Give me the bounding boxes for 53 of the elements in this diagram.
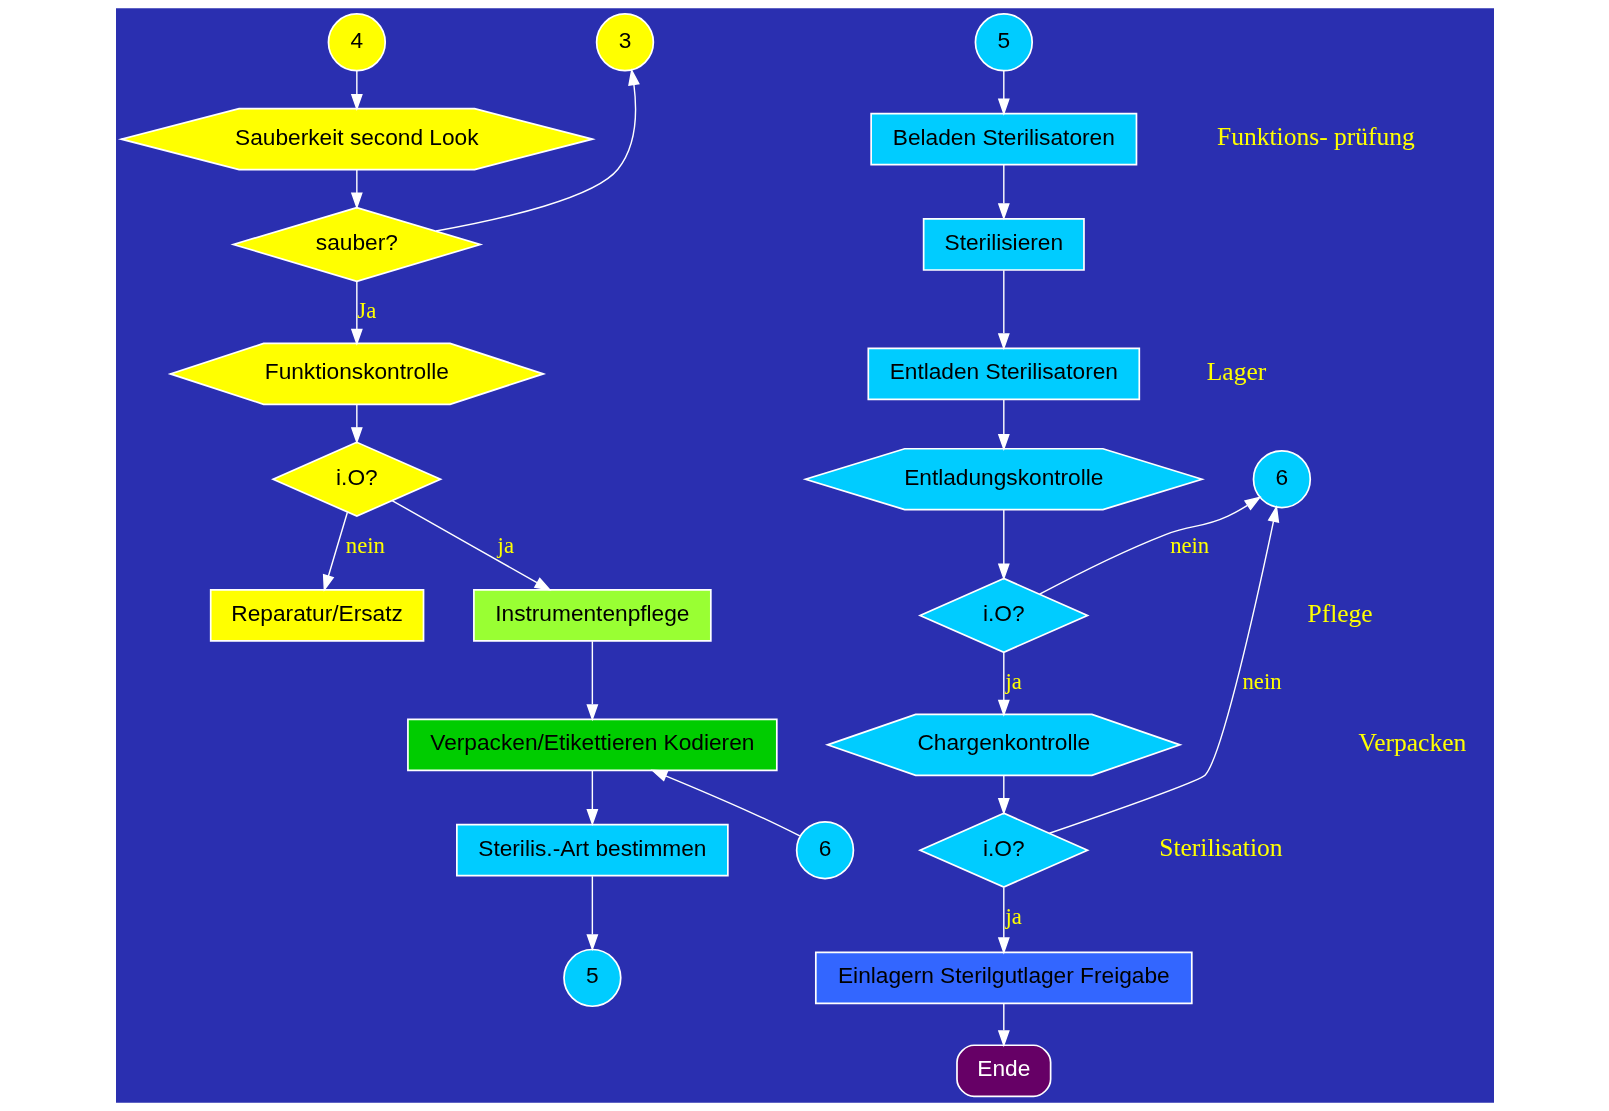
node-diamond: i.O? <box>917 812 1090 888</box>
arrow <box>997 652 1010 717</box>
node-box: Sterilis.-Art bestimmen <box>455 823 729 877</box>
edge-label: nein <box>1169 532 1209 558</box>
arrow <box>997 269 1010 351</box>
node-diamond: sauber? <box>229 206 483 283</box>
edge-label: nein <box>345 532 385 558</box>
label: Sterilisation <box>1158 833 1283 863</box>
node-circle: 3 <box>595 13 654 72</box>
arrow <box>350 168 363 210</box>
node-box: Reparatur/Ersatz <box>209 589 424 642</box>
arrow <box>434 68 640 232</box>
arrow <box>585 769 598 827</box>
node-circle: 6 <box>1252 449 1311 509</box>
edge-label: ja <box>1005 668 1022 694</box>
edge-label: nein <box>1242 668 1282 694</box>
arrow <box>997 508 1010 581</box>
label: Funktions- prüfung <box>1216 122 1415 152</box>
arrow <box>650 769 800 837</box>
label: Verpacken <box>1358 728 1466 758</box>
arrow <box>350 403 363 445</box>
node-box: Verpacken/Etikettieren Kodieren <box>406 718 778 772</box>
node-circle: 5 <box>974 13 1033 72</box>
arrow <box>997 774 1010 816</box>
arrow <box>1038 496 1261 595</box>
arrow <box>1048 505 1279 834</box>
arrow <box>997 70 1010 116</box>
label: Lager <box>1206 357 1266 387</box>
node-box: Sterilisieren <box>922 218 1085 271</box>
node-circle: 5 <box>562 948 622 1008</box>
node-circle: 6 <box>795 820 854 880</box>
edge-label: ja <box>1005 903 1022 929</box>
arrow <box>997 398 1010 452</box>
arrow <box>997 1002 1010 1048</box>
node-box: Entladen Sterilisatoren <box>866 347 1140 401</box>
node-diamond: i.O? <box>917 577 1090 654</box>
node-box: Ende <box>955 1044 1051 1098</box>
node-diamond: i.O? <box>270 441 443 517</box>
arrow <box>585 875 598 952</box>
label: Pflege <box>1306 598 1373 628</box>
arrow <box>997 887 1010 955</box>
arrow <box>390 499 552 591</box>
arrow <box>585 640 598 722</box>
arrow <box>350 70 363 112</box>
node-box: Instrumentenpflege <box>472 589 712 642</box>
node-box: Einlagern Sterilgutlager Freigabe <box>814 951 1193 1005</box>
edge-label: Ja <box>356 297 376 323</box>
node-circle: 4 <box>327 13 386 72</box>
arrow <box>322 511 348 592</box>
arrow <box>350 281 363 346</box>
edge-label: ja <box>497 532 514 558</box>
node-box: Beladen Sterilisatoren <box>869 112 1137 166</box>
arrow <box>997 164 1010 221</box>
